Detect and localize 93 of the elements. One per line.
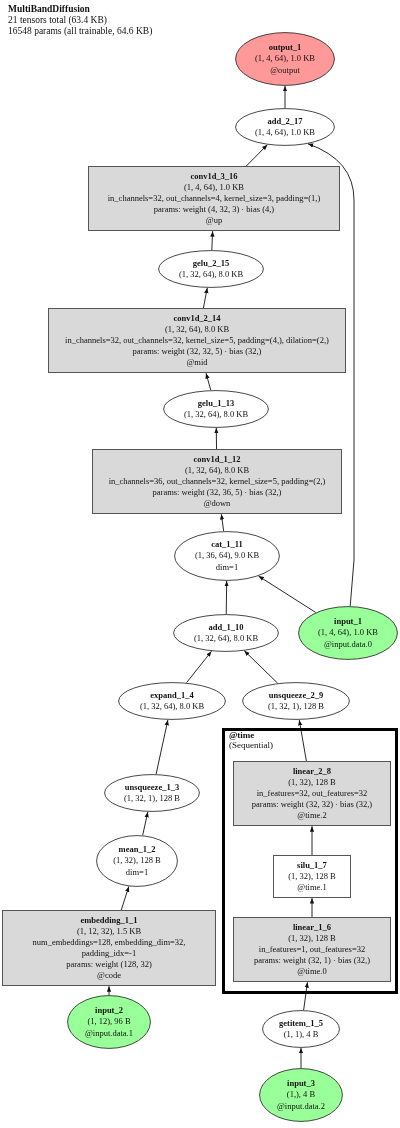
layer-box bbox=[92, 449, 342, 515]
node-title: embedding_1_1 bbox=[80, 915, 138, 927]
ellipse-node bbox=[298, 606, 398, 660]
layer-box bbox=[2, 910, 216, 987]
node-title: gelu_1_13 bbox=[197, 397, 235, 409]
node-detail: dim=1 bbox=[125, 866, 149, 878]
node-title: conv1d_2_14 bbox=[173, 313, 221, 325]
node-detail: (1, 36, 64), 9.0 KB bbox=[194, 550, 260, 562]
node-detail: (1, 12, 32), 1.5 KB bbox=[76, 926, 142, 938]
node-detail: @input.data.2 bbox=[277, 1100, 325, 1112]
node-title: conv1d_1_12 bbox=[193, 454, 241, 466]
ellipse-node bbox=[235, 108, 335, 146]
ellipse-node bbox=[158, 250, 264, 288]
node-detail: (1, 32, 64), 8.0 KB bbox=[164, 324, 230, 336]
node-detail: (1, 32, 1), 128 B bbox=[268, 701, 324, 713]
node-detail: (1, 32), 128 B bbox=[113, 855, 161, 867]
layer-box bbox=[233, 917, 391, 983]
node-title: silu_1_7 bbox=[297, 860, 327, 872]
node-detail: @code bbox=[97, 970, 121, 982]
node-detail: (1, 32, 64), 8.0 KB bbox=[193, 633, 259, 645]
node-detail: params: weight (32, 32, 5) · bias (32,) bbox=[132, 346, 262, 358]
ellipse-node bbox=[67, 995, 151, 1049]
node-title: output_1 bbox=[268, 42, 302, 54]
node-detail: (1, 32), 128 B bbox=[288, 871, 336, 883]
node-detail: in_channels=32, out_channels=4, kernel_size=3, padding=(1,) bbox=[107, 193, 321, 205]
node-title: unsqueeze_1_3 bbox=[124, 781, 180, 793]
layer-box bbox=[233, 761, 391, 827]
ellipse-node bbox=[242, 682, 350, 720]
node-detail: params: weight (32, 36, 5) · bias (32,) bbox=[152, 487, 282, 499]
cluster-box bbox=[222, 728, 398, 994]
node-title: cat_1_11 bbox=[211, 539, 243, 551]
ellipse-node bbox=[96, 835, 178, 887]
node-detail: params: weight (32, 1) · bias (32,) bbox=[253, 955, 371, 967]
node-title: linear_1_6 bbox=[292, 922, 332, 934]
ellipse-node bbox=[163, 390, 269, 428]
node-detail: @input.data.1 bbox=[85, 1027, 133, 1039]
process-box bbox=[273, 855, 351, 899]
summary-note: 16548 params (all trainable, 64.6 KB) bbox=[8, 25, 153, 37]
node-detail: params: weight (32, 32) · bias (32,) bbox=[251, 799, 373, 811]
node-title: input_2 bbox=[95, 1005, 123, 1017]
node-detail: params: weight (128, 32) bbox=[66, 959, 152, 971]
node-detail: (1, 12), 96 B bbox=[87, 1016, 131, 1028]
node-detail: (1, 4, 64), 1.0 KB bbox=[255, 127, 315, 139]
node-detail: in_features=1, out_features=32 bbox=[258, 944, 366, 956]
ellipse-node bbox=[174, 531, 280, 581]
node-detail: @up bbox=[205, 215, 223, 227]
node-detail: @input.data.0 bbox=[324, 638, 372, 650]
node-detail: @time.0 bbox=[297, 966, 327, 978]
node-detail: (1, 4, 64), 1.0 KB bbox=[255, 53, 315, 65]
node-detail: (1, 4, 64), 1.0 KB bbox=[184, 182, 244, 194]
node-title: input_3 bbox=[287, 1078, 315, 1090]
node-detail: (1, 32, 1), 128 B bbox=[124, 793, 180, 805]
node-title: getitem_1_5 bbox=[279, 1017, 323, 1029]
layer-box bbox=[88, 166, 340, 232]
node-title: linear_2_8 bbox=[292, 766, 332, 778]
node-detail: dim=1 bbox=[215, 561, 239, 573]
node-title: add_1_10 bbox=[208, 621, 244, 633]
node-title: conv1d_3_16 bbox=[190, 171, 238, 183]
ellipse-node bbox=[173, 614, 279, 652]
node-title: unsqueeze_2_9 bbox=[268, 689, 324, 701]
ellipse-node bbox=[104, 774, 200, 812]
node-detail: (1, 32, 64), 8.0 KB bbox=[184, 465, 250, 477]
ellipse-node bbox=[262, 1010, 340, 1048]
cluster-title: @time bbox=[229, 731, 256, 741]
node-detail: (1,), 4 B bbox=[286, 1089, 316, 1101]
ellipse-node bbox=[259, 1068, 343, 1122]
node-detail: in_channels=36, out_channels=32, kernel_size=5, padding=(2,) bbox=[108, 476, 326, 488]
node-detail: (1, 1), 4 B bbox=[283, 1029, 319, 1041]
cluster-subtitle: (Sequential) bbox=[229, 740, 273, 751]
ellipse-node bbox=[235, 32, 335, 86]
node-title: mean_1_2 bbox=[118, 844, 156, 856]
node-detail: (1, 4, 64), 1.0 KB bbox=[318, 627, 378, 639]
node-detail: in_channels=32, out_channels=32, kernel_size=5, padding=(4,), dilation=(2,) bbox=[65, 335, 329, 347]
node-detail: @time.2 bbox=[297, 810, 327, 822]
diagram-title: MultiBandDiffusion bbox=[8, 4, 91, 15]
node-detail: (1, 32, 64), 8.0 KB bbox=[183, 409, 249, 421]
node-title: gelu_2_15 bbox=[192, 257, 230, 269]
ellipse-node bbox=[118, 682, 226, 720]
node-title: expand_1_4 bbox=[150, 689, 194, 701]
node-detail: (1, 32, 64), 8.0 KB bbox=[139, 701, 205, 713]
node-detail: @mid bbox=[186, 357, 208, 369]
summary-note: 21 tensors total (63.4 KB) bbox=[8, 14, 108, 26]
node-detail: in_features=32, out_features=32 bbox=[256, 788, 368, 800]
node-detail: params: weight (4, 32, 3) · bias (4,) bbox=[153, 204, 275, 216]
node-title: input_1 bbox=[334, 616, 362, 628]
node-detail: (1, 32), 128 B bbox=[288, 777, 336, 789]
node-detail: (1, 32), 128 B bbox=[288, 933, 336, 945]
node-detail: (1, 32, 64), 8.0 KB bbox=[178, 269, 244, 281]
node-detail: @output bbox=[270, 64, 300, 76]
layer-box bbox=[48, 308, 346, 374]
node-title: add_2_17 bbox=[267, 115, 303, 127]
node-detail: @down bbox=[203, 498, 231, 510]
node-detail: @time.1 bbox=[297, 882, 327, 894]
